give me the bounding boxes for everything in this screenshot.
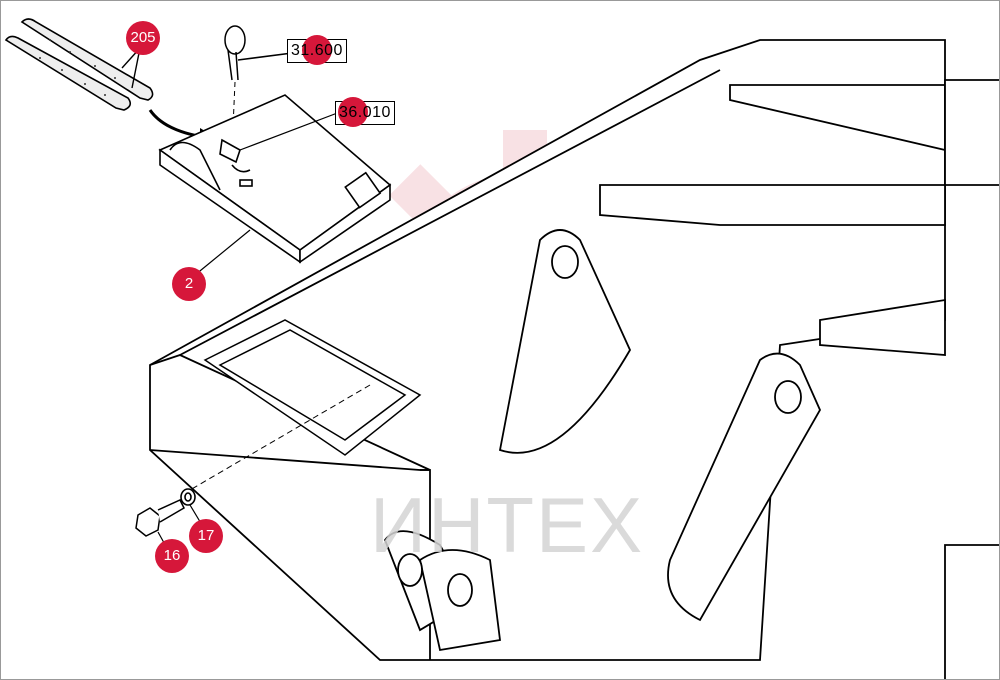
callout-17[interactable]: 17 — [189, 519, 223, 553]
reference-marker-icon — [338, 97, 368, 127]
reference-31-600[interactable]: 31.600 — [287, 35, 347, 65]
boom-arms — [383, 79, 1000, 680]
bolt — [135, 499, 185, 537]
washer — [180, 488, 196, 506]
tray-recess — [203, 319, 422, 456]
adhesive-pad-strips — [4, 18, 154, 111]
reference-label: 31.600 — [291, 42, 343, 59]
tool-box — [158, 94, 392, 264]
reference-marker-icon — [302, 35, 332, 65]
reference-36-010[interactable]: 36.010 — [335, 97, 395, 127]
reference-label: 36.010 — [339, 104, 391, 121]
callout-16[interactable]: 16 — [155, 539, 189, 573]
callout-205[interactable]: 205 — [126, 21, 160, 55]
watermark-text: ИНТЕХ — [370, 481, 645, 569]
callout-2[interactable]: 2 — [172, 267, 206, 301]
